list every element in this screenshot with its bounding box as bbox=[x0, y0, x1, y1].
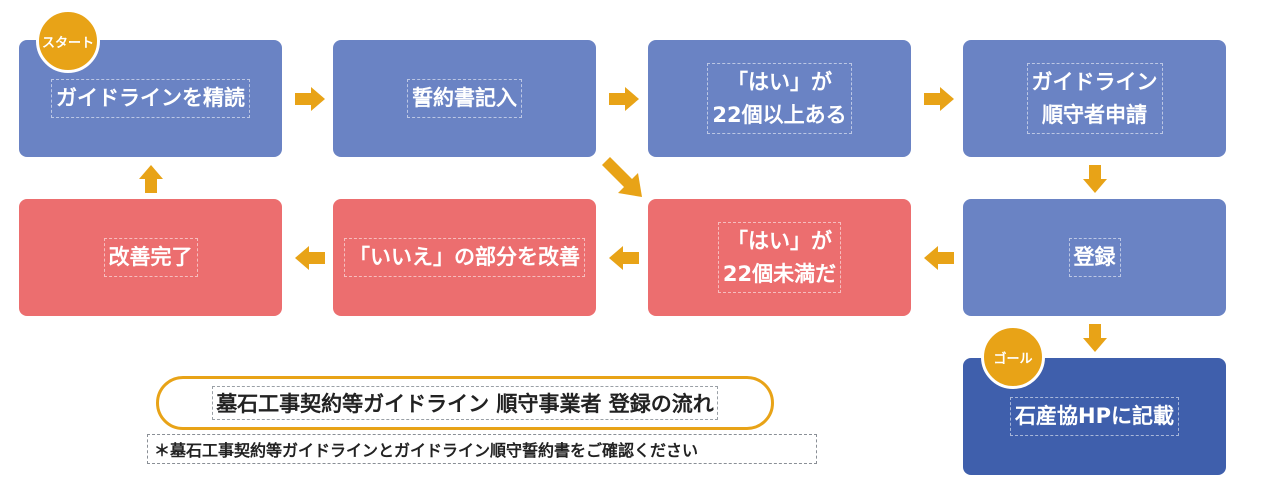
step-register-label: 登録 bbox=[1073, 245, 1116, 270]
step-register: 登録 bbox=[963, 199, 1226, 316]
step-apply: ガイドライン 順守者申請 bbox=[963, 40, 1226, 157]
flow-title: 墓石工事契約等ガイドライン 順守事業者 登録の流れ bbox=[156, 376, 774, 430]
step-apply-line2: 順守者申請 bbox=[1042, 102, 1147, 127]
step-yes-over: 「はい」が 22個以上ある bbox=[648, 40, 911, 157]
step-improve-no: 「いいえ」の部分を改善 bbox=[333, 199, 596, 316]
flow-note-text: ＊墓石工事契約等ガイドラインとガイドライン順守誓約書をご確認ください bbox=[154, 441, 699, 460]
arrow-diagonal-icon bbox=[602, 157, 644, 199]
step-yes-over-line1: 「はい」が bbox=[726, 69, 832, 94]
step-improve-no-label: 「いいえ」の部分を改善 bbox=[349, 245, 580, 270]
step-yes-under: 「はい」が 22個未満だ bbox=[648, 199, 911, 316]
step-read-guideline-label: ガイドラインを精読 bbox=[56, 86, 245, 111]
arrow-down-icon bbox=[1083, 324, 1107, 352]
step-read-guideline: ガイドラインを精読 bbox=[19, 40, 282, 157]
step-publish: 石産協HPに記載 bbox=[963, 358, 1226, 475]
start-badge: スタート bbox=[36, 9, 100, 73]
step-pledge: 誓約書記入 bbox=[333, 40, 596, 157]
flow-title-text: 墓石工事契約等ガイドライン 順守事業者 登録の流れ bbox=[212, 386, 718, 420]
arrow-left-icon bbox=[609, 246, 639, 270]
step-apply-line1: ガイドライン bbox=[1031, 69, 1158, 94]
step-publish-label: 石産協HPに記載 bbox=[1015, 404, 1174, 429]
goal-badge: ゴール bbox=[981, 325, 1045, 389]
arrow-right-icon bbox=[295, 87, 325, 111]
step-yes-under-line2: 22個未満だ bbox=[722, 261, 837, 286]
arrow-left-icon bbox=[295, 246, 325, 270]
step-yes-under-line1: 「はい」が bbox=[726, 228, 832, 253]
arrow-left-icon bbox=[924, 246, 954, 270]
step-improve-done: 改善完了 bbox=[19, 199, 282, 316]
arrow-up-icon bbox=[139, 165, 163, 193]
arrow-right-icon bbox=[609, 87, 639, 111]
arrow-right-icon bbox=[924, 87, 954, 111]
step-yes-over-line2: 22個以上ある bbox=[712, 102, 847, 127]
step-improve-done-label: 改善完了 bbox=[108, 245, 193, 270]
start-badge-label: スタート bbox=[41, 35, 94, 51]
flow-note: ＊墓石工事契約等ガイドラインとガイドライン順守誓約書をご確認ください bbox=[147, 434, 817, 464]
arrow-down-icon bbox=[1083, 165, 1107, 193]
goal-badge-label: ゴール bbox=[993, 351, 1033, 367]
step-pledge-label: 誓約書記入 bbox=[412, 86, 517, 111]
